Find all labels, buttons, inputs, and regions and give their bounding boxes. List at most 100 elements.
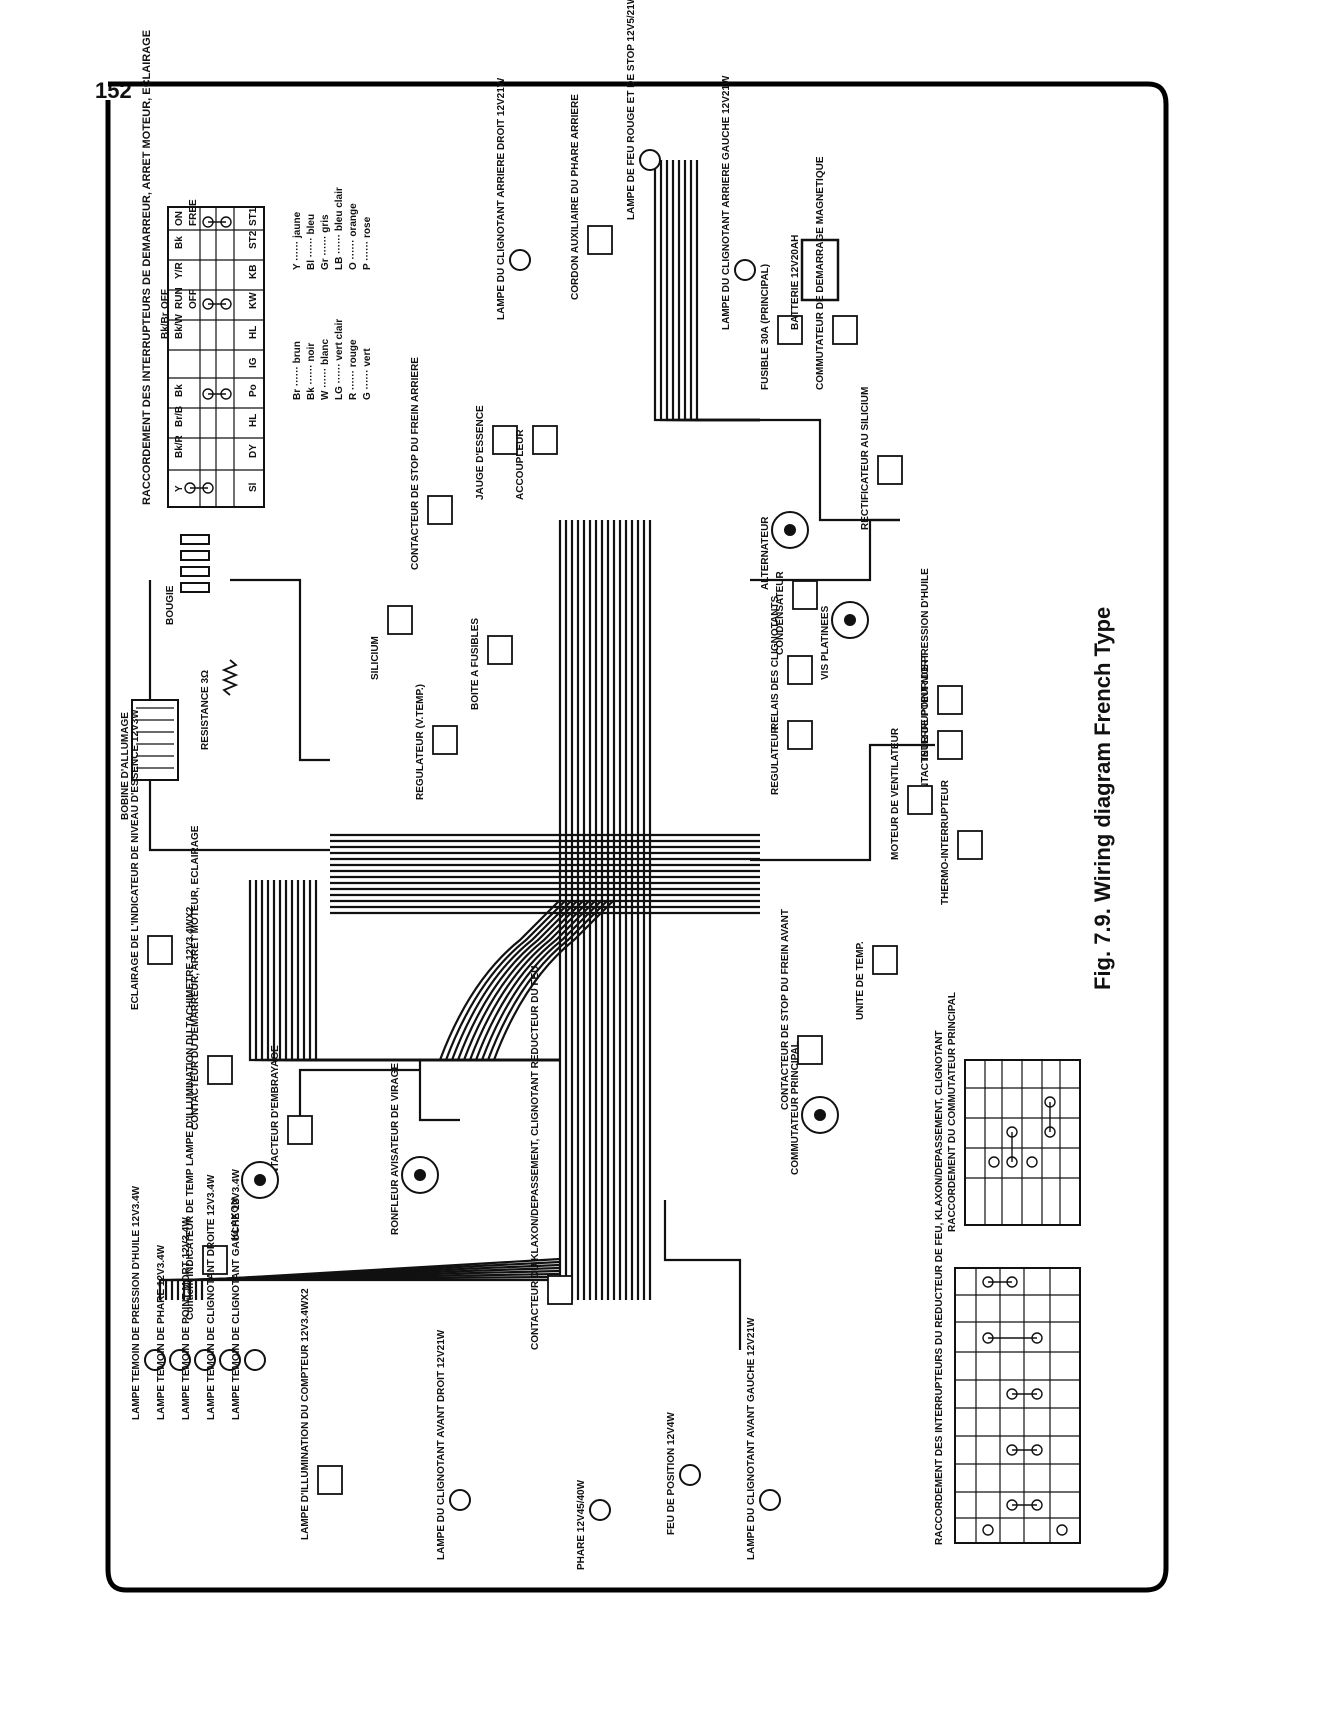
table-header-cell: KW <box>248 292 259 309</box>
component-regulateur: REGULATEUR <box>770 720 813 795</box>
component-klaxon: KLAXON <box>230 1161 279 1240</box>
component-phare: PHARE 12V45/40W <box>576 1479 611 1570</box>
component-commutateur: COMMUTATEUR PRINCIPAL <box>790 1041 839 1175</box>
table-cell: ON <box>174 211 185 226</box>
component-reducteur: CONTACTEUR DU KLAXON/DEPASSEMENT, CLIGNO… <box>530 966 573 1350</box>
wire <box>314 880 560 1062</box>
wire <box>188 1263 561 1300</box>
component-accoupleur: ACCOUPLEUR <box>515 425 558 500</box>
component-label: COMMUTATEUR PRINCIPAL <box>790 1041 801 1175</box>
component-demarreur: COMMUTATEUR DE DEMARRAGE MAGNETIQUE <box>815 156 858 390</box>
component-temoin2: LAMPE TEMOIN DE PHARE 12V3.4W <box>156 1244 191 1420</box>
component-label: KLAXON <box>230 1198 241 1240</box>
main-switch-table-title: RACCORDEMENT DU COMMUTATEUR PRINCIPAL <box>947 992 958 1232</box>
wire <box>462 899 585 1061</box>
component-label: ACCOUPLEUR <box>515 429 526 500</box>
component-clign_av_droit: LAMPE DU CLIGNOTANT AVANT DROIT 12V21W <box>436 1329 471 1560</box>
wire <box>456 899 579 1061</box>
component-feu_rouge: LAMPE DE FEU ROUGE ET DE STOP 12V5/21W <box>626 0 661 220</box>
component-clign_ar_gauche: LAMPE DU CLIGNOTANT ARRIERE GAUCHE 12V21… <box>721 75 756 330</box>
component-bougie: BOUGIE <box>165 534 210 625</box>
component-label: CONTACTEUR D'EMBRAYAGE <box>270 1045 281 1190</box>
component-contacteur_dem: CONTACTEUR DU DEMARREUR, ARRET MOTEUR, E… <box>190 825 233 1130</box>
component-label: ECLAIRAGE DE L'INDICATEUR DE NIVEAU D'ES… <box>130 709 141 1010</box>
table-cell: OFF <box>160 289 171 309</box>
component-label: FUSIBLE 30A (PRINCIPAL) <box>760 264 771 390</box>
table-cell: Bk/R <box>174 434 185 458</box>
component-label: VIS PLATINEES <box>820 605 831 680</box>
component-label: BOITE A FUSIBLES <box>470 618 481 710</box>
component-label: LAMPE TEMOIN DE POINT MORT 12V3.4W <box>181 1217 192 1420</box>
table-cell: Y <box>174 485 185 492</box>
component-batterie: BATTERIE 12V20AH <box>790 235 840 330</box>
table-cell: Br/B <box>174 406 185 427</box>
handlebar-switch-table-title: RACCORDEMENT DES INTERRUPTEURS DU REDUCT… <box>934 1030 945 1545</box>
component-label: LAMPE TEMOIN DE CLIGNOTANT GAUCHE 12V3.4… <box>231 1168 242 1420</box>
page-frame <box>105 81 1169 1593</box>
wire <box>438 899 561 1061</box>
wire <box>659 160 760 422</box>
component-label: ALTERNATEUR <box>760 516 771 590</box>
table-cell: OFF <box>188 289 199 309</box>
table-header-cell: ST2 <box>248 230 259 249</box>
wire <box>492 899 615 1061</box>
table-cell: Bk/W <box>174 313 185 339</box>
wire <box>298 1068 420 1120</box>
component-bobine: BOBINE D'ALLUMAGE <box>120 699 179 820</box>
component-label: LAMPE DU CLIGNOTANT AVANT GAUCHE 12V21W <box>746 1317 757 1560</box>
component-label: LAMPE DU CLIGNOTANT ARRIERE GAUCHE 12V21… <box>721 75 732 330</box>
component-fusible: FUSIBLE 30A (PRINCIPAL) <box>760 264 803 390</box>
wire <box>450 899 573 1061</box>
wire <box>194 1260 561 1300</box>
legend-entry: Gr ······ gris <box>320 214 331 270</box>
figure-caption: Fig. 7.9. Wiring diagram French Type <box>1090 607 1115 990</box>
legend-entry: Br ······ brun <box>292 341 303 400</box>
component-label: LAMPE TEMOIN DE PRESSION D'HUILE 12V3.4W <box>131 1185 142 1420</box>
legend-entry: Bk ······ noir <box>306 343 317 400</box>
component-niveau: ECLAIRAGE DE L'INDICATEUR DE NIVEAU D'ES… <box>130 709 173 1010</box>
component-condensateur: CONDENSATEUR <box>775 571 818 655</box>
component-label: PHARE 12V45/40W <box>576 1479 587 1570</box>
component-label: CONTACTEUR DU DEMARREUR, ARRET MOTEUR, E… <box>190 825 201 1130</box>
component-temoin: LAMPE TEMOIN DE PRESSION D'HUILE 12V3.4W <box>131 1185 166 1420</box>
table-cell: RUN <box>174 287 185 309</box>
component-silicium: SILICIUM <box>370 605 413 680</box>
table-cell: Bk <box>174 236 185 249</box>
component-label: CONTACTEUR DE STOP DU FREIN ARRIERE <box>410 357 421 570</box>
component-label: UNITE DE TEMP. <box>855 941 866 1020</box>
table-cell: Bk <box>174 384 185 397</box>
component-clign_av_gauche: LAMPE DU CLIGNOTANT AVANT GAUCHE 12V21W <box>746 1317 781 1560</box>
wire <box>200 1257 561 1300</box>
table-header-cell: Po <box>248 384 259 397</box>
component-label: COMMUTATEUR DE DEMARRAGE MAGNETIQUE <box>815 156 826 390</box>
component-label: FEU DE POSITION 12V4W <box>666 1412 677 1535</box>
wire <box>468 899 591 1061</box>
component-resistance: RESISTANCE 3Ω <box>200 659 239 750</box>
table-header-cell: HL <box>248 414 259 427</box>
wire <box>665 160 760 422</box>
component-stop_ar: CONTACTEUR DE STOP DU FREIN ARRIERE <box>410 357 453 570</box>
legend-entry: Y ······ jaune <box>292 211 303 270</box>
legend-entry: P ······ rose <box>362 216 373 270</box>
component-label: CONTACTEUR DU KLAXON/DEPASSEMENT, CLIGNO… <box>530 966 541 1350</box>
component-ventilateur: MOTEUR DE VENTILATEUR <box>890 727 933 860</box>
component-embrayage: CONTACTEUR D'EMBRAYAGE <box>270 1045 313 1190</box>
table-cell: Y/R <box>174 262 185 279</box>
wire <box>480 899 603 1061</box>
component-redresseur: RECTIFICATEUR AU SILICIUM <box>860 387 903 530</box>
component-temoin4: LAMPE TEMOIN DE CLIGNOTANT DROITE 12V3.4… <box>206 1174 241 1420</box>
component-label: Contient INDICATEUR DE TEMP LAMPE D'ILLU… <box>185 906 196 1320</box>
component-label: CONTACTEUR DE STOP DU FREIN AVANT <box>780 909 791 1110</box>
component-label: CONDENSATEUR <box>775 571 786 655</box>
legend-entry: G ······ vert <box>362 348 373 400</box>
legend-entry: O ······ orange <box>348 203 359 270</box>
table-header-cell: DY <box>248 444 259 458</box>
wire <box>760 418 900 522</box>
component-label: RELAIS DES CLIGNOTANTS <box>770 595 781 730</box>
table-cell: FREE <box>188 199 199 226</box>
table-header-cell: KB <box>248 265 259 279</box>
component-cordon: CORDON AUXILIAIRE DU PHARE ARRIERE <box>570 94 613 300</box>
wire <box>750 743 935 862</box>
component-label: BOUGIE <box>165 585 176 625</box>
